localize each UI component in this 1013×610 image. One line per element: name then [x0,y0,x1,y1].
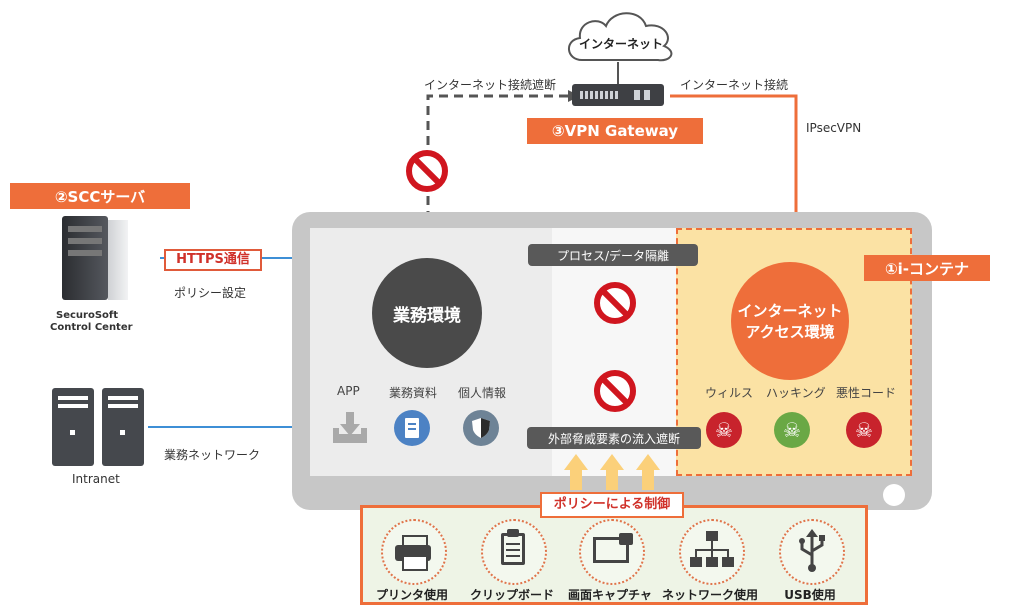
network-icon [679,519,745,585]
internet-access-circle: インターネット アクセス環境 [731,262,849,380]
block-sign-icon [406,150,448,192]
https-tag: HTTPS通信 [164,249,262,271]
network-usage-label: ネットワーク使用 [661,588,758,602]
screen-capture-label: 画面キャプチャ [568,588,652,602]
vpn-gateway-tag: ③VPN Gateway [527,118,703,144]
intranet-label: Intranet [72,472,120,486]
business-docs-label: 業務資料 [389,386,438,400]
hacking-skull-icon: ☠ [774,412,810,448]
scc-brand-line2: Control Center [50,322,133,333]
virus-skull-icon: ☠ [706,412,742,448]
business-network-label: 業務ネットワーク [164,448,261,462]
business-document-icon [394,410,430,446]
clipboard-label: クリップボード [469,588,554,602]
scc-server-icon [62,216,128,306]
isolation-block-sign-icon [594,282,636,324]
scc-server-tag: ②SCCサーバ [10,183,190,209]
malicious-code-skull-icon: ☠ [846,412,882,448]
ipsec-label: IPsecVPN [806,121,862,135]
business-environment-title: 業務環境 [393,305,461,326]
external-threat-block-label: 外部脅威要素の流入遮断 [527,427,701,449]
monitor-power-button [883,484,905,506]
virus-label: ウィルス [705,386,754,400]
vpn-gateway-device-icon [572,84,664,106]
business-environment-circle: 業務環境 [372,258,482,368]
malicious-code-label: 悪性コード [836,386,897,400]
personal-info-label: 個人情報 [458,386,507,400]
process-data-isolation-label: プロセス/データ隔離 [528,244,698,266]
blocked-connection-label: インターネット接続遮断 [424,78,557,92]
internet-access-title-line1: インターネット [737,302,843,320]
internet-label: インターネット [579,37,664,51]
screen-capture-icon [579,519,645,585]
printer-usage-label: プリンタ使用 [375,588,448,602]
policy-setting-label: ポリシー設定 [174,286,247,300]
scc-brand-line1: SecuroSoft [56,310,119,321]
internet-cloud-icon [568,12,673,62]
inflow-block-sign-icon [594,370,636,412]
app-label: APP [337,384,360,398]
intranet-server-icon [52,388,148,468]
i-container-tag: ①i-コンテナ [864,255,990,281]
hacking-label: ハッキング [766,386,826,400]
allowed-connection-label: インターネット接続 [680,78,789,92]
usb-icon [779,519,845,585]
app-download-icon [333,412,367,443]
printer-icon [381,519,447,585]
clipboard-icon [481,519,547,585]
policy-control-label: ポリシーによる制御 [540,492,684,518]
usb-usage-label: USB使用 [784,588,836,602]
personal-info-shield-icon [463,410,499,446]
internet-access-title-line2: アクセス環境 [745,323,835,341]
policy-arrows-icon [564,454,660,490]
